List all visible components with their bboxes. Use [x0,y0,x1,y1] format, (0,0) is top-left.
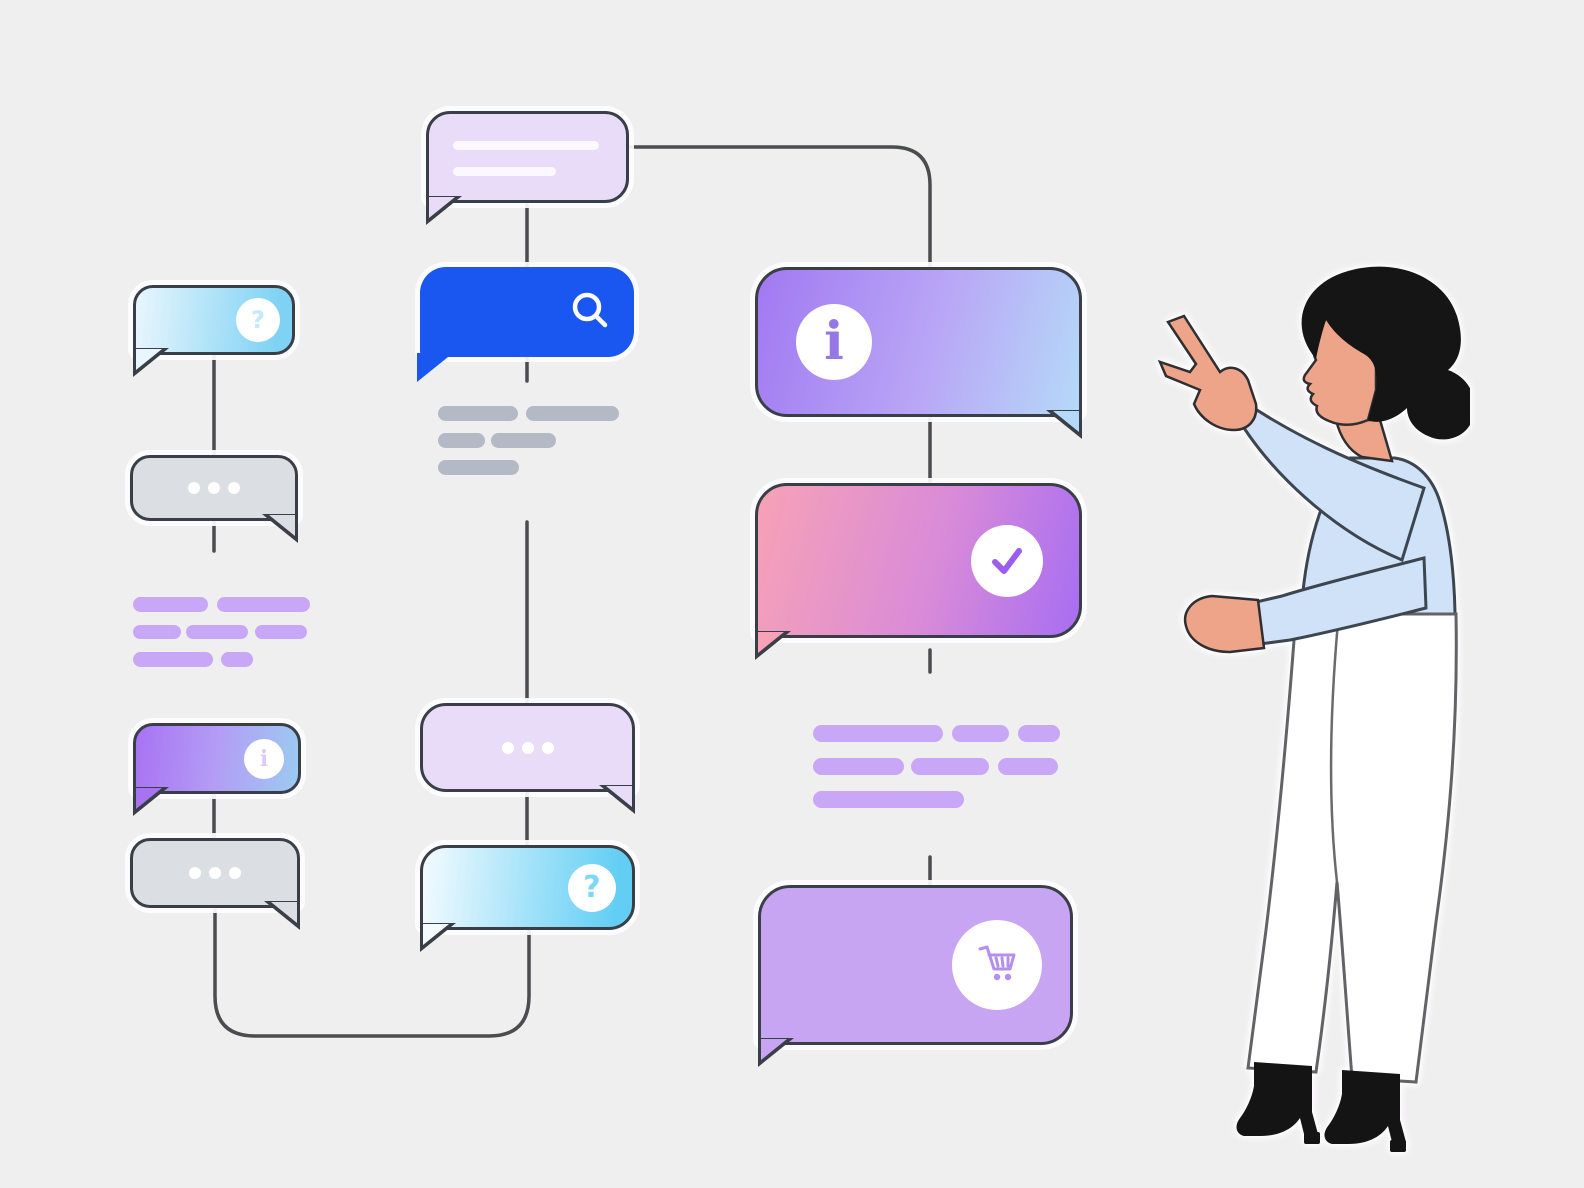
info-icon: i [796,304,872,380]
question-icon: ? [236,298,280,342]
cart-bubble-right [758,885,1073,1045]
typing-bubble-left-1 [130,455,298,521]
text-line-skeleton [221,652,253,667]
typing-bubble-center [420,703,635,792]
text-line-skeleton [133,625,181,639]
check-bubble-right [755,483,1082,638]
question-icon: ? [568,863,616,912]
neck [1334,418,1394,463]
typing-dots-icon [133,867,297,879]
text-line-skeleton [526,406,619,421]
text-line-skeleton [133,652,213,667]
text-line-skeleton [438,406,518,421]
boots [1236,1062,1406,1152]
user-message-bubble [426,111,629,203]
text-line-skeleton [186,625,248,639]
text-line-skeleton [813,791,964,808]
info-bubble-left: i [133,723,301,794]
typing-dots-icon [133,482,295,494]
search-bubble [420,267,634,357]
text-line-skeleton [133,597,208,612]
text-line-skeleton [491,433,556,448]
info-bubble-right: i [755,267,1082,417]
text-line-skeleton [911,758,989,775]
pants-seam [1329,621,1340,883]
text-line-skeleton [255,625,307,639]
text-line-skeleton [438,433,485,448]
cart-icon [952,920,1042,1010]
check-icon [971,524,1043,597]
skeleton-line [453,141,599,150]
text-line-skeleton [438,460,519,475]
woman-illustration [1157,266,1470,1152]
typing-bubble-left-2 [130,838,300,908]
text-line-skeleton [998,758,1058,775]
info-icon: i [244,738,284,779]
search-icon [568,289,614,335]
skeleton-line [453,167,556,176]
text-line-skeleton [813,725,943,742]
question-bubble-center: ? [420,845,635,930]
text-line-skeleton [952,725,1009,742]
pants [1246,612,1458,1084]
pointing-hand [1157,314,1258,432]
raised-arm-sleeve [1220,384,1426,563]
open-hand [1183,594,1266,654]
hair [1301,266,1470,440]
text-line-skeleton [217,597,310,612]
question-bubble-left: ? [133,285,295,355]
text-line-skeleton [813,758,904,775]
text-line-skeleton [1018,725,1060,742]
typing-dots-icon [423,741,632,754]
